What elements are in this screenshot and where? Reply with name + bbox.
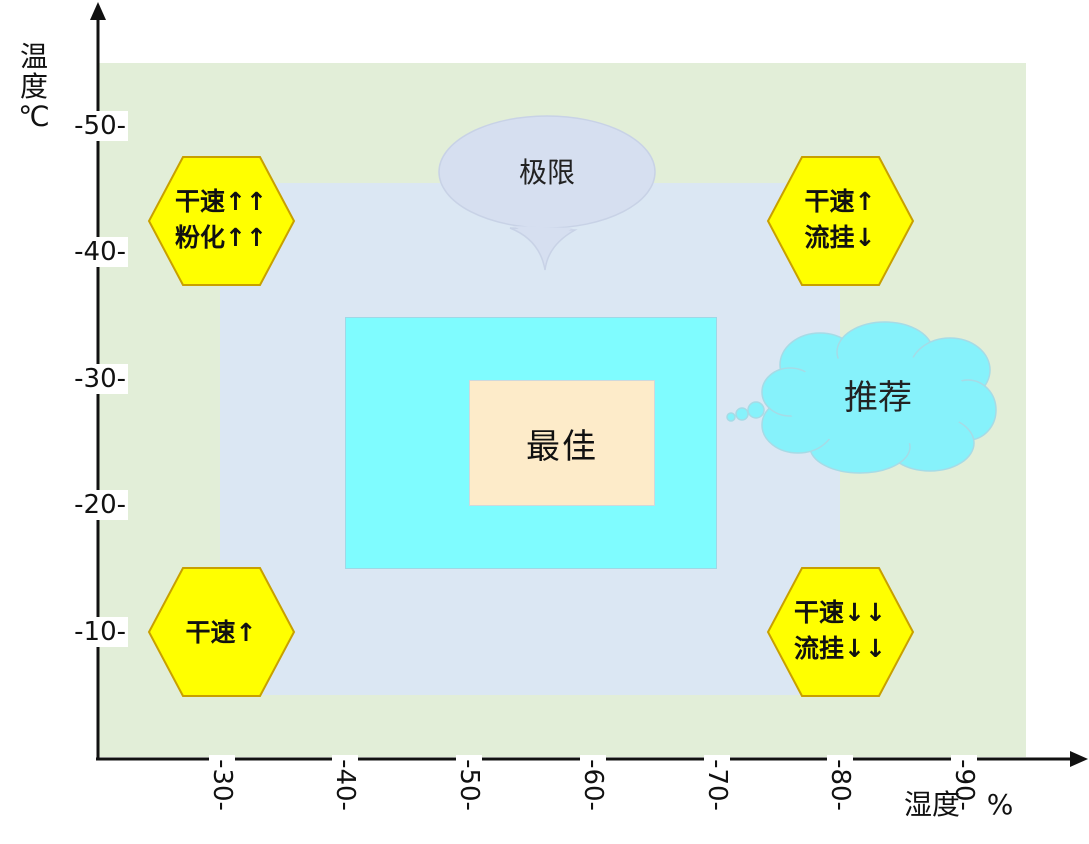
hexagon-top-left-line-2: 粉化↑↑ (175, 223, 267, 252)
x-axis-title: 湿度 % (904, 788, 1014, 821)
y-axis-title-char-2: 度 (19, 70, 48, 103)
hexagon-top-right: 干速↑ 流挂↓ (766, 156, 915, 286)
y-tick-label: -40- (58, 237, 128, 267)
zone-best: 最佳 (469, 380, 655, 506)
x-tick-label: -70- (702, 755, 732, 815)
y-axis-title-char-1: 温 (19, 40, 48, 73)
recommended-cloud: 推荐 (726, 321, 997, 474)
y-axis-arrow (90, 2, 106, 20)
zone-best-label: 最佳 (526, 426, 598, 467)
x-tick-label: -80- (825, 755, 855, 815)
hexagon-top-right-line-2: 流挂↓ (805, 223, 876, 252)
y-tick-label: -10- (58, 617, 128, 647)
recommended-cloud-label: 推荐 (844, 378, 912, 418)
hexagon-top-left: 干速↑↑ 粉化↑↑ (147, 156, 296, 286)
x-tick-label: -40- (330, 755, 360, 815)
y-tick-label: -20- (58, 490, 128, 520)
y-tick-label: -30- (58, 364, 128, 394)
hexagon-bottom-right-line-1: 干速↓↓ (794, 598, 886, 627)
hexagon-bottom-left-line-1: 干速↑ (186, 618, 257, 647)
x-axis-arrow (1070, 751, 1088, 767)
x-tick-label: -50- (454, 755, 484, 815)
x-tick-label: -30- (207, 755, 237, 815)
x-tick-label: -60- (578, 755, 608, 815)
limit-bubble-label: 极限 (519, 156, 575, 189)
y-axis-unit: ℃ (18, 100, 50, 133)
hexagon-bottom-right: 干速↓↓ 流挂↓↓ (766, 567, 915, 697)
y-axis-title: 温 度 ℃ (14, 42, 54, 132)
hexagon-top-right-line-1: 干速↑ (805, 187, 876, 216)
y-tick-label: -50- (58, 111, 128, 141)
limit-bubble: 极限 (438, 115, 656, 271)
hexagon-top-left-line-1: 干速↑↑ (175, 187, 267, 216)
hexagon-bottom-left: 干速↑ (147, 567, 296, 697)
hexagon-bottom-right-line-2: 流挂↓↓ (794, 634, 886, 663)
